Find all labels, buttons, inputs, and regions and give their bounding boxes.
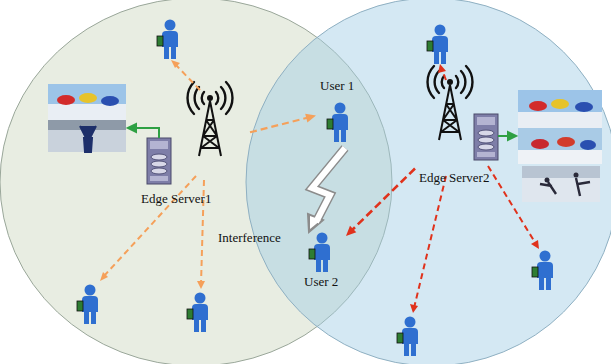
orange-heads [100, 60, 205, 289]
edge-server-box: Edge Server2 [415, 60, 507, 187]
arrow-head [346, 226, 356, 236]
link-line [352, 169, 415, 231]
interference-label: Interference [218, 230, 281, 245]
wireless-link [250, 114, 316, 133]
interference-bolt [308, 148, 345, 232]
red-heads [410, 64, 539, 313]
node-label: User 2 [304, 274, 338, 289]
orange-links [104, 63, 204, 284]
link-line [250, 118, 308, 133]
content-arrows [128, 124, 516, 140]
users [77, 20, 553, 357]
red-links [414, 70, 536, 308]
user-box: User 2 [300, 226, 346, 291]
right-cell [246, 0, 611, 364]
left-photos [48, 84, 126, 152]
user-box: User 1 [316, 76, 360, 144]
edge-server-box: Edge Server1 [138, 85, 250, 208]
node-label: User 1 [320, 78, 354, 93]
right-photos [518, 90, 602, 202]
base-stations [147, 66, 498, 184]
node-label: Edge Server1 [141, 191, 211, 206]
node-label: Edge Server2 [419, 170, 489, 185]
arrow-head [305, 114, 316, 123]
wireless-link [346, 169, 415, 237]
